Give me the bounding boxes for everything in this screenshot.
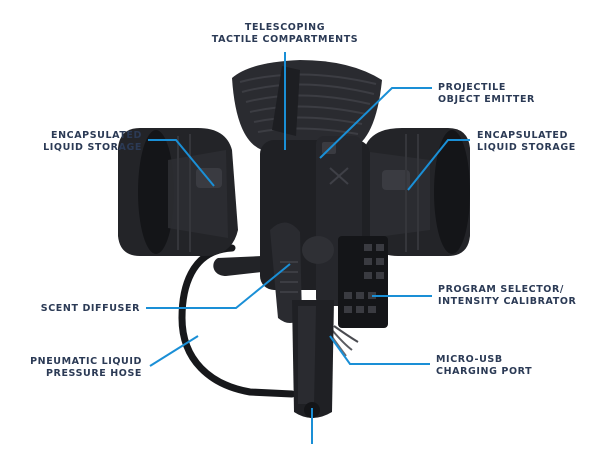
leader-storage-left	[148, 139, 215, 187]
label-storage-right: ENCAPSULATED LIQUID STORAGE	[477, 130, 576, 153]
label-pressure-hose: PNEUMATIC LIQUID PRESSURE HOSE	[30, 356, 142, 379]
grip-handle	[292, 300, 334, 418]
label-program-selector: PROGRAM SELECTOR/ INTENSITY CALIBRATOR	[438, 284, 577, 307]
label-storage-left: ENCAPSULATED LIQUID STORAGE	[43, 130, 142, 153]
label-usb-port: MICRO-USB CHARGING PORT	[436, 354, 533, 377]
label-scent-diffuser: SCENT DIFFUSER	[40, 303, 140, 314]
scent-diffuser	[270, 222, 302, 323]
leader-projectile	[319, 87, 432, 159]
leader-hose	[149, 335, 199, 367]
callout-leaders	[146, 52, 470, 444]
hose-coupler	[213, 256, 262, 276]
label-projectile-emitter: PROJECTILE OBJECT EMITTER	[438, 82, 535, 105]
label-telescoping: TELESCOPING TACTILE COMPARTMENTS	[211, 22, 359, 45]
left-storage-canister	[118, 128, 238, 256]
leader-scent	[146, 263, 291, 309]
right-storage-canister	[364, 128, 470, 256]
program-keypad	[338, 236, 388, 328]
leader-storage-right	[407, 139, 470, 191]
leader-usb	[329, 335, 430, 365]
pressure-hose	[178, 244, 296, 398]
telescoping-bowl	[232, 60, 382, 150]
